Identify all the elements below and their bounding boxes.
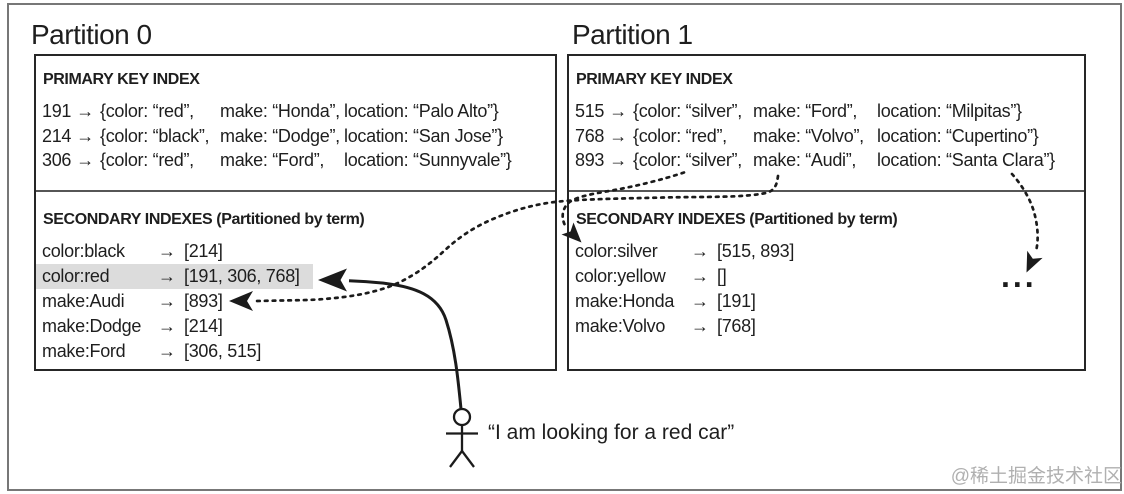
index-term: color:silver xyxy=(575,241,658,261)
record-location: location: “Santa Clara”} xyxy=(877,150,1055,170)
section-divider xyxy=(36,190,555,192)
watermark-text: @稀土掘金技术社区 xyxy=(950,466,1122,487)
posting-list: [306, 515] xyxy=(184,341,262,361)
primary-index-rows: 515→ {color: “silver”, make: “Ford”, loc… xyxy=(575,99,1080,173)
record-id: 768 xyxy=(575,125,605,146)
outer-frame xyxy=(7,3,1122,491)
record-id: 893 xyxy=(575,150,605,170)
index-term: make:Ford xyxy=(42,341,126,361)
index-term: color:red xyxy=(42,266,110,286)
record-color: {color: “red”, xyxy=(633,125,727,146)
posting-list: [191, 306, 768] xyxy=(184,266,300,286)
record-id: 306 xyxy=(42,150,72,170)
secondary-row: make:Ford → [306, 515] xyxy=(42,339,551,364)
secondary-row: make:Dodge → [214] xyxy=(42,314,551,339)
secondary-row-highlighted: color:red → [191, 306, 768] xyxy=(42,264,313,289)
secondary-row: make:Volvo → [768] xyxy=(575,314,1080,339)
index-term: make:Volvo xyxy=(575,316,666,336)
maps-to-arrow: → xyxy=(609,101,627,121)
maps-to-arrow: → xyxy=(691,241,709,261)
primary-key-index-header: PRIMARY KEY INDEX xyxy=(576,71,733,88)
record-location: location: “Milpitas”} xyxy=(877,101,1022,121)
primary-row: 214→ {color: “black”, make: “Dodge”, loc… xyxy=(42,124,551,149)
record-id: 515 xyxy=(575,101,605,121)
index-term: make:Dodge xyxy=(42,316,142,336)
maps-to-arrow: → xyxy=(158,316,176,336)
record-make: make: “Dodge”, xyxy=(220,125,340,146)
partition-1-box: PRIMARY KEY INDEX 515→ {color: “silver”,… xyxy=(567,54,1086,371)
maps-to-arrow: → xyxy=(609,125,627,146)
secondary-indexes-header: SECONDARY INDEXES (Partitioned by term) xyxy=(576,211,898,228)
primary-index-rows: 191→ {color: “red”, make: “Honda”, locat… xyxy=(42,99,551,173)
primary-row: 191→ {color: “red”, make: “Honda”, locat… xyxy=(42,99,551,124)
record-location: location: “Palo Alto”} xyxy=(344,101,499,121)
index-term: color:yellow xyxy=(575,266,666,286)
record-make: make: “Ford”, xyxy=(220,150,325,170)
posting-list: [893] xyxy=(184,291,223,311)
partition-1-title: Partition 1 xyxy=(572,19,693,50)
record-color: {color: “red”, xyxy=(100,101,194,121)
primary-row: 768→ {color: “red”, make: “Volvo”, locat… xyxy=(575,124,1080,149)
maps-to-arrow: → xyxy=(158,341,176,361)
primary-key-index-header: PRIMARY KEY INDEX xyxy=(43,71,200,88)
partition-0-title: Partition 0 xyxy=(31,19,152,50)
secondary-row: make:Audi → [893] xyxy=(42,289,551,314)
maps-to-arrow: → xyxy=(158,291,176,311)
record-location: location: “Sunnyvale”} xyxy=(344,150,512,170)
maps-to-arrow: → xyxy=(158,266,176,286)
section-divider xyxy=(569,190,1084,192)
maps-to-arrow: → xyxy=(158,241,176,261)
record-make: make: “Ford”, xyxy=(753,101,858,121)
record-color: {color: “black”, xyxy=(100,125,210,146)
record-location: location: “San Jose”} xyxy=(344,125,503,146)
maps-to-arrow: → xyxy=(691,316,709,336)
record-make: make: “Audi”, xyxy=(753,150,857,170)
record-color: {color: “silver”, xyxy=(633,150,742,170)
index-term: make:Honda xyxy=(575,291,675,311)
maps-to-arrow: → xyxy=(76,150,94,170)
maps-to-arrow: → xyxy=(76,125,94,146)
posting-list: [214] xyxy=(184,241,223,261)
posting-list: [768] xyxy=(717,316,756,336)
partition-0-box: PRIMARY KEY INDEX 191→ {color: “red”, ma… xyxy=(34,54,557,371)
primary-row: 306→ {color: “red”, make: “Ford”, locati… xyxy=(42,148,551,173)
record-id: 214 xyxy=(42,125,72,146)
maps-to-arrow: → xyxy=(691,266,709,286)
primary-row: 515→ {color: “silver”, make: “Ford”, loc… xyxy=(575,99,1080,124)
posting-list: [214] xyxy=(184,316,223,336)
maps-to-arrow: → xyxy=(691,291,709,311)
secondary-index-rows: color:black → [214] color:red → [191, 30… xyxy=(42,239,551,364)
record-id: 191 xyxy=(42,101,72,121)
index-term: color:black xyxy=(42,241,125,261)
record-make: make: “Volvo”, xyxy=(753,125,864,146)
record-color: {color: “red”, xyxy=(100,150,194,170)
primary-row: 893→ {color: “silver”, make: “Audi”, loc… xyxy=(575,148,1080,173)
record-color: {color: “silver”, xyxy=(633,101,742,121)
secondary-row: color:black → [214] xyxy=(42,239,551,264)
maps-to-arrow: → xyxy=(76,101,94,121)
index-term: make:Audi xyxy=(42,291,125,311)
record-location: location: “Cupertino”} xyxy=(877,125,1039,146)
secondary-indexes-header: SECONDARY INDEXES (Partitioned by term) xyxy=(43,211,365,228)
other-partitions-ellipsis: ... xyxy=(1001,258,1037,294)
record-make: make: “Honda”, xyxy=(220,101,340,121)
query-speech-text: “I am looking for a red car” xyxy=(488,421,735,444)
maps-to-arrow: → xyxy=(609,150,627,170)
